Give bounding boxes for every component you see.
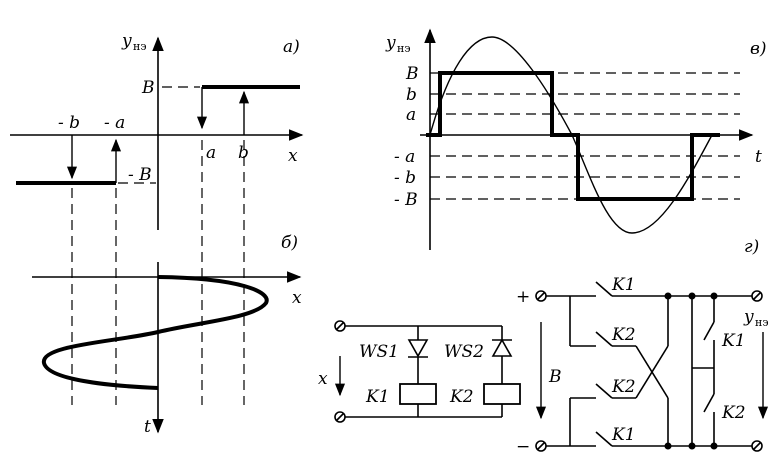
cross-wire-2 bbox=[635, 345, 669, 399]
contact-k1-bottom-label: K1 bbox=[611, 425, 636, 445]
panel-b: б) x t bbox=[32, 233, 302, 437]
junction-2 bbox=[688, 292, 696, 300]
output-y-label: y bbox=[743, 307, 754, 327]
relay-coil-k1 bbox=[399, 383, 437, 405]
contact-k1-top-label: K1 bbox=[611, 275, 636, 295]
panel-g-tag: г) bbox=[744, 237, 759, 257]
contact-k1-bottom bbox=[595, 431, 613, 447]
panel-a-x-label: x bbox=[288, 146, 298, 166]
junction-4 bbox=[664, 442, 672, 450]
contact-k2-lower-label: K2 bbox=[611, 377, 636, 397]
contact-k1-top bbox=[595, 281, 613, 297]
contact-k2-right-label: K2 bbox=[721, 403, 746, 423]
panel-v-y-subscript: нэ bbox=[397, 42, 411, 55]
junction-3 bbox=[710, 292, 718, 300]
contact-k2-right bbox=[703, 393, 715, 413]
panel-a-tag: а) bbox=[283, 37, 300, 57]
panel-v-label-neg-b: - b bbox=[394, 168, 416, 188]
contact-k1-right-label: K1 bbox=[721, 331, 746, 351]
input-terminal-bottom-mark bbox=[336, 413, 344, 421]
panel-a-level-b: B bbox=[141, 78, 155, 98]
panel-v-tag: в) bbox=[750, 39, 767, 59]
diode-ws2-label: WS2 bbox=[444, 342, 484, 362]
panel-a-tick-neg-a: - a bbox=[104, 113, 125, 133]
input-terminal-top-mark bbox=[336, 322, 344, 330]
panel-v-label-neg-a: - a bbox=[394, 147, 415, 167]
output-terminal-bottom-mark bbox=[753, 442, 761, 450]
contact-k2-upper bbox=[595, 331, 613, 347]
panel-a-tick-a: a bbox=[206, 143, 216, 163]
panel-a: y нэ а) B - B x a b - a - b bbox=[10, 31, 304, 230]
panel-v-label-neg-B: - B bbox=[394, 190, 418, 210]
supply-minus-mark bbox=[537, 442, 545, 450]
relay-coil-k2 bbox=[483, 383, 521, 405]
contact-k2-lower bbox=[595, 383, 613, 399]
relay-k2-label: K2 bbox=[449, 387, 474, 407]
contact-k1-right bbox=[703, 321, 715, 341]
panel-a-y-label: y bbox=[121, 31, 132, 51]
junction-6 bbox=[710, 442, 718, 450]
panel-v-y-label: y bbox=[385, 33, 396, 53]
junction-1 bbox=[664, 292, 672, 300]
contact-k2-upper-label: K2 bbox=[611, 325, 636, 345]
panel-v-label-b: b bbox=[406, 85, 417, 105]
supply-b-label: B bbox=[548, 367, 562, 387]
diode-ws1 bbox=[407, 339, 429, 358]
panel-g: г) x WS1 K1 WS2 K2 + − bbox=[318, 237, 769, 457]
panel-a-tick-neg-b: - b bbox=[58, 113, 80, 133]
diode-ws1-label: WS1 bbox=[359, 342, 399, 362]
supply-plus-mark bbox=[537, 292, 545, 300]
panel-a-tick-b: b bbox=[238, 143, 249, 163]
panel-v: y нэ в) t B b a - a - b - B bbox=[385, 28, 767, 250]
panel-v-relay-output bbox=[426, 71, 720, 201]
supply-minus-label: − bbox=[516, 437, 530, 457]
panel-v-t-label: t bbox=[755, 147, 762, 167]
panel-b-x-label: x bbox=[292, 288, 302, 308]
panel-b-tag: б) bbox=[281, 233, 298, 253]
panel-b-sine-input bbox=[42, 275, 269, 390]
supply-plus-label: + bbox=[516, 287, 530, 307]
panel-v-label-a: a bbox=[406, 105, 416, 125]
junction-5 bbox=[688, 442, 696, 450]
output-y-subscript: нэ bbox=[755, 316, 769, 329]
panel-v-label-B: B bbox=[405, 64, 419, 84]
panel-a-level-neg-b: - B bbox=[128, 165, 152, 185]
panel-a-y-subscript: нэ bbox=[133, 40, 147, 53]
projection-guides bbox=[71, 140, 245, 405]
output-terminal-top-mark bbox=[753, 292, 761, 300]
input-x-label: x bbox=[318, 369, 328, 389]
panel-b-t-label: t bbox=[144, 417, 151, 437]
relay-k1-label: K1 bbox=[365, 387, 390, 407]
diode-ws2 bbox=[491, 338, 513, 357]
